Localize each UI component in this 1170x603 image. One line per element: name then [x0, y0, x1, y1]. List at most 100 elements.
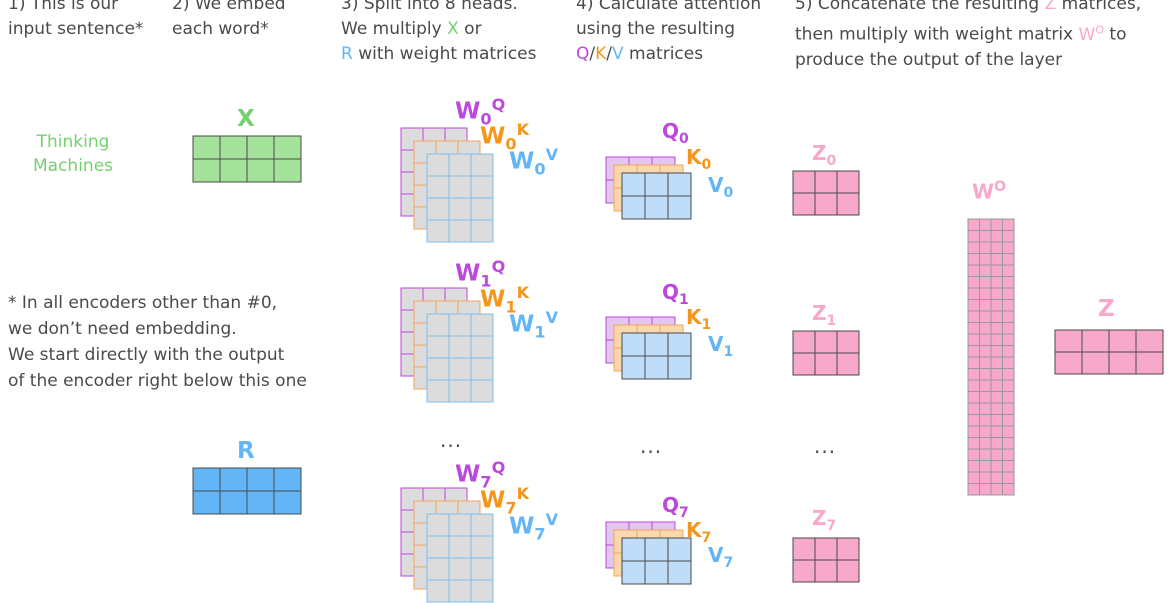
- z1-matrix: [792, 330, 860, 376]
- w-letter: W: [480, 286, 506, 313]
- matrix-cell: [1002, 425, 1015, 438]
- matrix-cell: [967, 299, 980, 312]
- matrix-cell: [246, 467, 275, 492]
- head-index: 1: [826, 313, 837, 329]
- matrix-cell: [990, 218, 1003, 231]
- head-index: 7: [723, 555, 734, 571]
- grid-svg: [967, 218, 1015, 496]
- matrix-cell: [990, 276, 1003, 289]
- matrix-cell: [1002, 276, 1015, 289]
- matrix-cell: [967, 310, 980, 323]
- matrix-cell: [1002, 471, 1015, 484]
- matrix-cell: [470, 379, 494, 403]
- matrix-cell: [967, 425, 980, 438]
- matrix-cell: [967, 402, 980, 415]
- z0-label: Z0: [812, 143, 836, 168]
- matrix-cell: [448, 557, 472, 581]
- heads-ellipsis: ...: [440, 428, 463, 452]
- matrix-cell: [1081, 329, 1110, 353]
- matrix-cell: [470, 535, 494, 559]
- z0-matrix: [792, 170, 860, 216]
- q0-label: Q0: [662, 121, 689, 146]
- matrix-cell: [792, 170, 816, 194]
- step-5-line-3: produce the output of the layer: [795, 49, 1063, 70]
- matrix-cell: [1002, 448, 1015, 461]
- grid-svg: [1054, 329, 1164, 375]
- wq7-label: W7Q: [455, 459, 505, 492]
- matrix-cell: [448, 175, 472, 199]
- head-index: 7: [534, 524, 546, 544]
- k7-label: K7: [686, 520, 711, 545]
- encoder-note: * In all encoders other than #0, we don’…: [8, 290, 307, 394]
- matrix-cell: [448, 513, 472, 537]
- matrix-cell: [1135, 351, 1164, 375]
- head-index: 7: [826, 518, 837, 534]
- z7-matrix: [792, 537, 860, 583]
- step-5-part: to: [1104, 24, 1127, 45]
- note-line-2: we don’t need embedding.: [8, 319, 237, 339]
- matrix-cell: [644, 537, 669, 562]
- matrix-cell: [967, 230, 980, 243]
- q-letter: Q: [662, 119, 680, 143]
- q1-label: Q1: [662, 282, 689, 307]
- matrix-cell: [273, 158, 302, 183]
- matrix-cell: [967, 253, 980, 266]
- matrix-cell: [990, 230, 1003, 243]
- z7-label: Z7: [812, 508, 836, 533]
- note-line-1: * In all encoders other than #0,: [8, 293, 278, 313]
- step-4-line-2: using the resulting: [576, 19, 736, 39]
- matrix-cell: [1002, 391, 1015, 404]
- z-output-label: Z: [1098, 296, 1115, 322]
- v-letter: V: [708, 543, 724, 567]
- matrix-cell: [967, 322, 980, 335]
- matrix-cell: [979, 379, 992, 392]
- matrix-cell: [967, 345, 980, 358]
- matrix-cell: [448, 335, 472, 359]
- z-letter: Z: [812, 141, 827, 165]
- matrix-cell: [644, 195, 669, 220]
- step-3-r: R: [341, 44, 353, 64]
- matrix-cell: [667, 172, 692, 197]
- matrix-cell: [192, 467, 221, 492]
- matrix-cell: [967, 379, 980, 392]
- matrix-cell: [836, 559, 860, 583]
- matrix-cell: [621, 172, 646, 197]
- step-4-line-3: Q/K/V matrices: [576, 42, 761, 67]
- matrix-cell: [448, 535, 472, 559]
- grid-svg: [792, 330, 860, 376]
- head-index: 7: [701, 530, 712, 546]
- matrix-cell: [426, 579, 450, 603]
- step-4-part: matrices: [623, 44, 704, 64]
- matrix-cell: [1002, 287, 1015, 300]
- o-letter: O: [994, 179, 1006, 195]
- wv1-label: W1V: [509, 308, 559, 340]
- matrix-cell: [990, 368, 1003, 381]
- matrix-cell: [979, 299, 992, 312]
- matrix-cell: [814, 537, 838, 561]
- matrix-cell: [1002, 414, 1015, 427]
- matrix-cell: [470, 197, 494, 221]
- matrix-cell: [644, 172, 669, 197]
- matrix-cell: [1002, 345, 1015, 358]
- v1-label: V1: [708, 334, 733, 359]
- head-index: 0: [534, 159, 546, 179]
- matrix-cell: [967, 276, 980, 289]
- matrix-cell: [967, 218, 980, 231]
- matrix-cell: [792, 192, 816, 216]
- z-letter: Z: [812, 301, 827, 325]
- matrix-cell: [836, 192, 860, 216]
- matrix-cell: [979, 437, 992, 450]
- matrix-cell: [967, 391, 980, 404]
- step-5-line-1: 5) Concatenate the resulting Z matrices,: [795, 0, 1141, 17]
- matrix-cell: [990, 333, 1003, 346]
- step-5-o: O: [1095, 23, 1104, 36]
- v-letter: V: [545, 510, 559, 529]
- matrix-cell: [426, 313, 450, 337]
- w-letter: W: [455, 461, 481, 488]
- v-letter: V: [545, 308, 559, 327]
- head-index: 7: [480, 472, 492, 492]
- matrix-cell: [1002, 483, 1015, 496]
- step-4-line-1: 4) Calculate attention: [576, 0, 762, 14]
- wk7-label: W7K: [480, 485, 529, 516]
- head-index: 0: [826, 153, 837, 169]
